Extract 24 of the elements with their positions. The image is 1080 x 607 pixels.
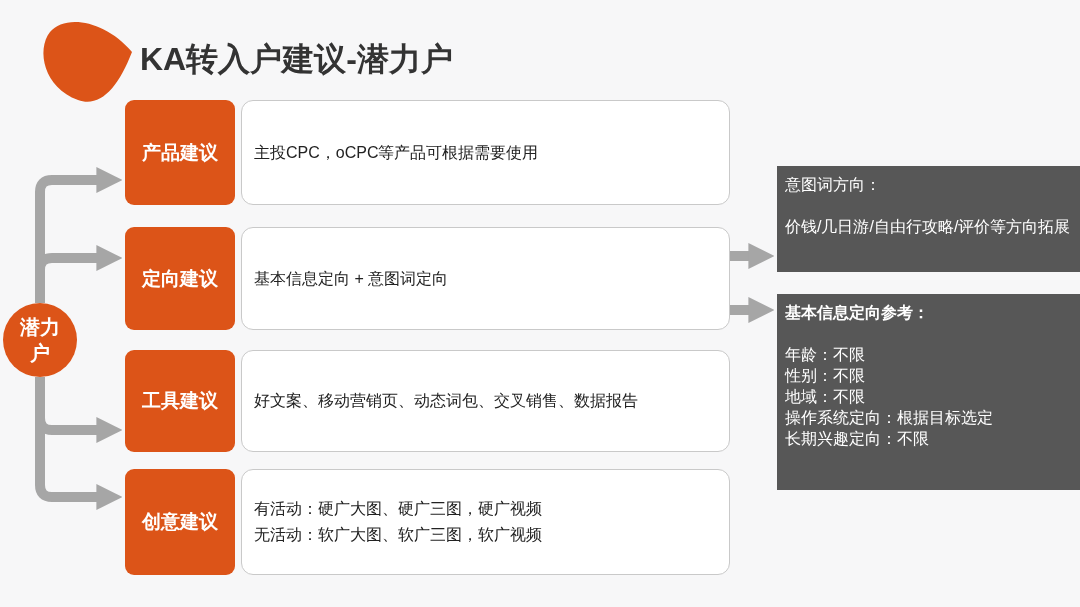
hub-circle: 潜力户 [3, 303, 77, 377]
note-text: 性别：不限 [785, 366, 866, 386]
arrow [730, 243, 775, 269]
detail-text: 无活动：软广大图、软广三图，软广视频 [254, 525, 543, 545]
note-panel [777, 294, 1080, 490]
note-text: 操作系统定向：根据目标选定 [785, 408, 994, 428]
category-box: 产品建议 [125, 100, 235, 205]
note-heading: 意图词方向： [785, 175, 882, 195]
arrow [730, 297, 775, 323]
note-text: 地域：不限 [785, 387, 866, 407]
note-text: 年龄：不限 [785, 345, 866, 365]
slide-title: KA转入户建议-潜力户 [140, 40, 453, 79]
detail-box: 主投CPC，oCPC等产品可根据需要使用 [241, 100, 730, 205]
category-box: 定向建议 [125, 227, 235, 330]
detail-box [241, 469, 730, 575]
detail-box: 基本信息定向 + 意图词定向 [241, 227, 730, 330]
note-panel [777, 166, 1080, 272]
detail-text: 有活动：硬广大图、硬广三图，硬广视频 [254, 499, 543, 519]
category-box: 创意建议 [125, 469, 235, 575]
note-text: 长期兴趣定向：不限 [785, 429, 930, 449]
category-box: 工具建议 [125, 350, 235, 452]
detail-box: 好文案、移动营销页、动态词包、交叉销售、数据报告 [241, 350, 730, 452]
note-heading: 基本信息定向参考： [785, 303, 930, 323]
note-text: 价钱/几日游/自由行攻略/评价等方向拓展 [785, 217, 1072, 237]
